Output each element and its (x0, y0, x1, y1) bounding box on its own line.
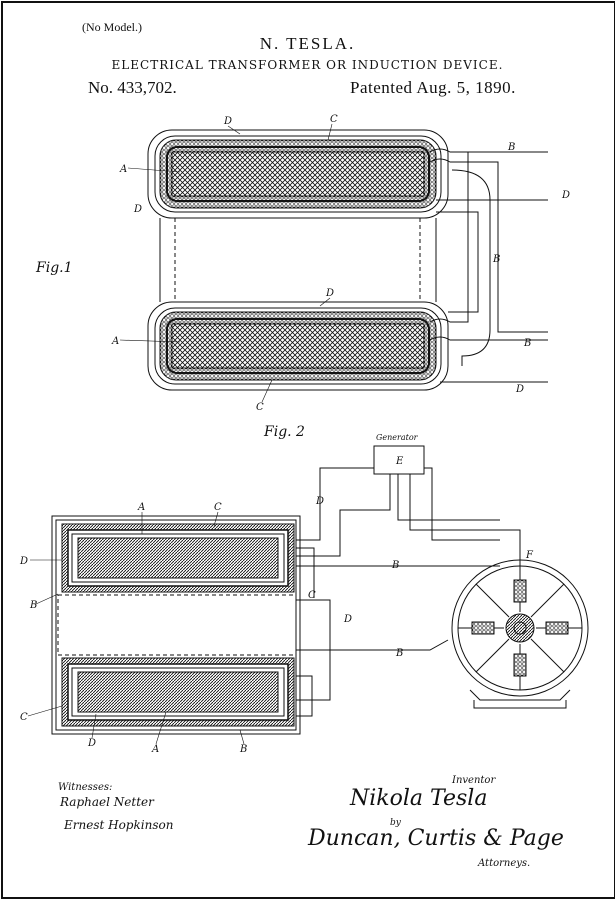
fig1-callout-d-bottom: D (515, 384, 524, 395)
fig2-callout-d-upper: D (315, 496, 324, 507)
fig1-callout-b-top: B (507, 142, 515, 153)
fig2-callout-c-top: C (214, 502, 222, 513)
fig2-callout-a-bottom: A (151, 744, 159, 755)
fig1-callout-d-mid: D (325, 288, 334, 299)
patent-title: ELECTRICAL TRANSFORMER OR INDUCTION DEVI… (111, 58, 504, 72)
fig1-callout-a-bottom: A (111, 336, 119, 347)
fig1-callout-b-bottom: B (523, 338, 531, 349)
fig2-lower-coil (61, 657, 295, 727)
fig2-upper-coil (61, 523, 295, 593)
witnesses-label: Witnesses: (58, 782, 113, 793)
model-note: (No Model.) (82, 20, 142, 34)
fig2-callout-d-mid: D (343, 614, 352, 625)
generator-box (373, 445, 425, 475)
fig1-label: Fig.1 (35, 260, 73, 276)
fig1-callout-d-right: D (561, 190, 570, 201)
fig2-callout-d-left: D (19, 556, 28, 567)
fig1-callout-b-mid: B (492, 254, 500, 265)
fig1-drawing (147, 129, 548, 391)
inventor-label: Inventor (452, 775, 496, 786)
attorneys-label: Attorneys. (478, 858, 531, 869)
patent-date: Patented Aug. 5, 1890. (350, 78, 516, 97)
fig2-callout-f: F (525, 550, 534, 561)
fig2-callout-d-bottom: D (87, 738, 96, 749)
inventor-name-heading: N. TESLA. (259, 34, 356, 53)
fig2-callout-c-right: C (308, 590, 316, 601)
motor (451, 559, 589, 709)
witness-1-signature: Raphael Netter (60, 795, 154, 809)
generator-letter: E (395, 456, 404, 467)
fig1-callout-c-top: C (330, 114, 338, 125)
by-label: by (390, 818, 401, 828)
fig1-bottom-coil (147, 301, 449, 391)
fig2-callout-b-upper: B (391, 560, 399, 571)
fig2-drawing (51, 445, 589, 735)
fig2-callout-b-lower: B (395, 648, 403, 659)
fig1-callout-d-top: D (223, 116, 232, 127)
fig1-callout-d-left: D (133, 204, 142, 215)
fig1-callout-c-bottom: C (256, 402, 264, 413)
witness-2-signature: Ernest Hopkinson (64, 818, 174, 832)
fig1-callout-a-top: A (119, 164, 127, 175)
fig2-callout-c-left: C (20, 712, 28, 723)
generator-caption: Generator (376, 433, 419, 442)
attorneys-signature: Duncan, Curtis & Page (308, 826, 564, 851)
inventor-signature: Nikola Tesla (350, 786, 488, 811)
fig2-callout-a-top: A (137, 502, 145, 513)
fig2-callout-b-left: B (29, 600, 37, 611)
fig1-top-coil (147, 129, 449, 219)
patent-number: No. 433,702. (88, 78, 177, 97)
fig2-callout-b-bottom: B (239, 744, 247, 755)
fig2-label: Fig. 2 (263, 424, 305, 440)
